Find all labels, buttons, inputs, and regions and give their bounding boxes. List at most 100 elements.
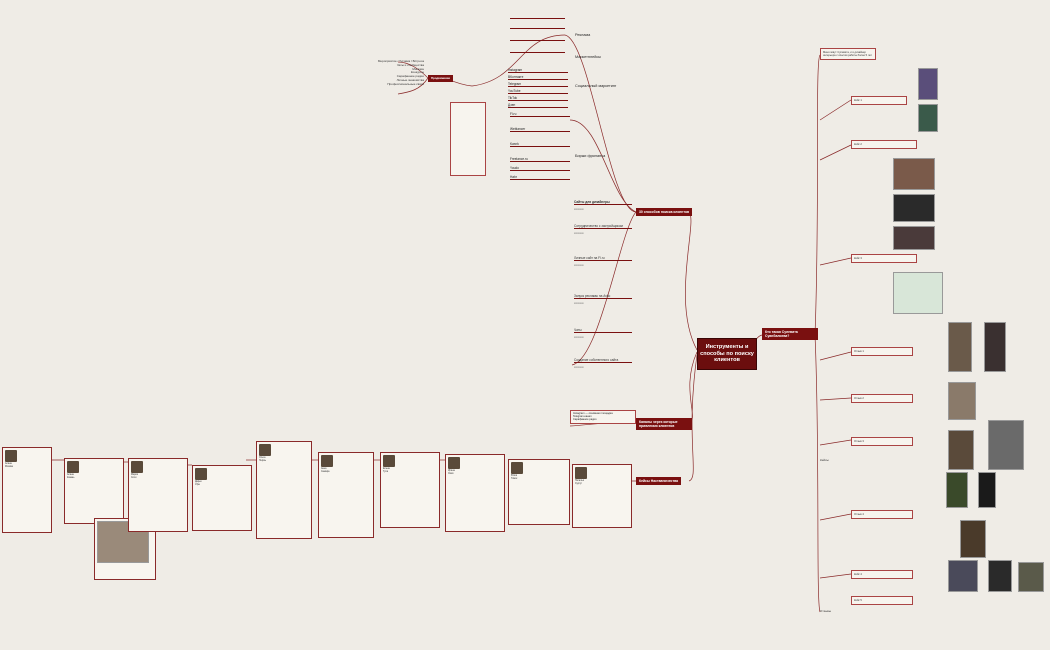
label-cases: Кейсы (820, 458, 829, 462)
branch-30-ways[interactable]: 30 способов поиска клиентов (636, 208, 693, 217)
mentee-name: Елена (383, 468, 390, 470)
mentee-name: Ирина (448, 470, 455, 472)
way-desc: ▪▪▪▪▪▪▪▪▪ (574, 335, 584, 339)
central-topic[interactable]: Инструменты и способы по поиску клиентов (697, 338, 757, 370)
avatar (5, 450, 17, 462)
social-item[interactable]: YouTube (508, 89, 568, 94)
way-item[interactable]: Создание собственного сайта (574, 358, 632, 363)
way-item[interactable]: Сотрудничество с застройщиком (574, 224, 632, 229)
review-photo (948, 322, 972, 372)
mentee-card[interactable]: Мария Сочи (128, 458, 188, 532)
branch-who-label: Кто такая Сулевита Суанбалиева? (765, 330, 798, 339)
way-desc: ▪▪▪▪▪▪▪▪▪ (574, 263, 584, 267)
review-note: Отзыв 2 (851, 394, 913, 404)
mentee-card[interactable]: Анна Самара (318, 452, 374, 538)
way-desc: ▪▪▪▪▪▪▪▪▪ (574, 301, 584, 305)
label-marketplaces: Маркетплейсы (575, 55, 601, 59)
branch-channels-label: Каналы через которые привлекаю клиентов (639, 420, 678, 429)
promo-item[interactable]: Магазин (412, 66, 424, 71)
review-photo (978, 472, 996, 508)
promo-item[interactable]: Сарафанное радио (396, 74, 424, 78)
avatar (575, 467, 587, 479)
way-desc: ▪▪▪▪▪▪▪▪▪ (574, 207, 584, 211)
review-photo (948, 382, 976, 420)
promo-node[interactable]: Продвижение (428, 75, 454, 83)
mentee-name: Анна (321, 468, 327, 470)
way-item[interactable]: Личные сайт на Fl.ru (574, 256, 632, 261)
freelance-item[interactable]: Habr (510, 175, 570, 180)
mentee-card[interactable]: Алёна Москва (2, 447, 52, 533)
promo-list: Мероприятие / Тусовка / Встреча Чаты и с… (360, 59, 424, 86)
avatar (195, 468, 207, 480)
mentee-name: Алёна (5, 463, 12, 465)
social-list: Instagram ВКонтакте Telegram YouTube Tik… (508, 68, 568, 110)
way-item[interactable]: Сайты для дизайнеры (574, 200, 632, 205)
mentee-city: Томск (511, 477, 518, 480)
mentee-card[interactable]: Дарья Уфа (192, 465, 252, 531)
mentee-city: Тула (383, 470, 388, 473)
social-item[interactable]: TikTok (508, 96, 568, 101)
case-note: Кейс 1 (851, 96, 907, 106)
mentee-card[interactable]: Ольга Пермь (256, 441, 312, 539)
promo-item[interactable]: Личные знакомства (396, 77, 424, 82)
freelance-item[interactable]: Fl.ru (510, 112, 570, 117)
mp-line-1 (510, 52, 565, 53)
way-desc: ▪▪▪▪▪▪▪▪▪ (574, 231, 584, 235)
promo-item[interactable]: Конкурсы (410, 70, 424, 75)
social-item[interactable]: Instagram (508, 68, 568, 73)
avatar (321, 455, 333, 467)
promo-item[interactable]: Профессиональные связи (387, 81, 424, 86)
mentee-name: Наталья (575, 480, 584, 482)
branch-who[interactable]: Кто такая Сулевита Суанбалиева? (762, 328, 818, 341)
case-photo (893, 226, 935, 250)
label-ads: Реклама (575, 33, 591, 37)
social-item[interactable]: Telegram (508, 82, 568, 87)
freelance-item[interactable]: Freelance.ru (510, 157, 570, 162)
mentee-name: Алина (67, 474, 74, 476)
branch-channels[interactable]: Каналы через которые привлекаю клиентов (636, 418, 692, 431)
avatar (383, 455, 395, 467)
way-item[interactable]: Чаты (574, 328, 632, 333)
mentee-card[interactable]: Елена Тула (380, 452, 440, 528)
way-item[interactable]: Запуск рекламы на Avito (574, 294, 632, 299)
mentee-name: Мария (131, 474, 139, 476)
avatar (131, 461, 143, 473)
freelance-item[interactable]: Kwork (510, 142, 570, 147)
review-photo (988, 560, 1012, 592)
label-social: Социальный маркетинг (575, 84, 617, 88)
promo-item[interactable]: Чаты и сообщества (396, 62, 424, 67)
channel-item[interactable]: Telegram-канал (573, 415, 592, 419)
case-photo (893, 194, 935, 222)
branch-mentoring[interactable]: Кейсы Наставничества (636, 477, 682, 486)
ads-line-3 (510, 40, 565, 41)
review-note: Кейс 5 (851, 596, 913, 606)
freelance-item[interactable]: Youdo (510, 166, 570, 171)
review-photo (960, 520, 986, 558)
freelance-item[interactable]: Weblancer (510, 127, 570, 132)
channels-box: Instagram — основная площадка Telegram-к… (570, 410, 636, 424)
ads-line-1 (510, 18, 565, 19)
review-photo (1018, 562, 1044, 592)
social-item[interactable]: ВКонтакте (508, 75, 568, 80)
label-reviews: Отзывы (820, 609, 831, 613)
review-photo (988, 420, 1024, 470)
avatar (448, 457, 460, 469)
case-note: Кейс 2 (851, 140, 917, 150)
channel-item[interactable]: Сарафанное радио (573, 418, 597, 422)
review-photo (946, 472, 968, 508)
way-desc: ▪▪▪▪▪▪▪▪▪ (574, 365, 584, 369)
mentee-card[interactable]: Ирина Омск (445, 454, 505, 532)
review-note: Отзыв 4 (851, 510, 913, 520)
mentee-city: Москва (5, 465, 13, 468)
mentee-city: Сургут (575, 482, 583, 485)
mentee-card[interactable]: Наталья Сургут (572, 464, 632, 528)
promo-item[interactable]: Мероприятие / Тусовка / Встреча (377, 59, 424, 63)
promo-node-label: Продвижение (431, 76, 451, 80)
ways-list: Сайты для дизайнеры ▪▪▪▪▪▪▪▪▪ Сотрудниче… (574, 200, 632, 396)
mentee-card[interactable]: Алина Казань (64, 458, 124, 524)
branch-mentoring-label: Кейсы Наставничества (639, 479, 679, 483)
channel-item[interactable]: Instagram — основная площадка (573, 412, 613, 415)
social-item[interactable]: Дзен (508, 103, 568, 108)
review-photo (948, 560, 978, 592)
mentee-card[interactable]: Юлия Томск (508, 459, 570, 525)
